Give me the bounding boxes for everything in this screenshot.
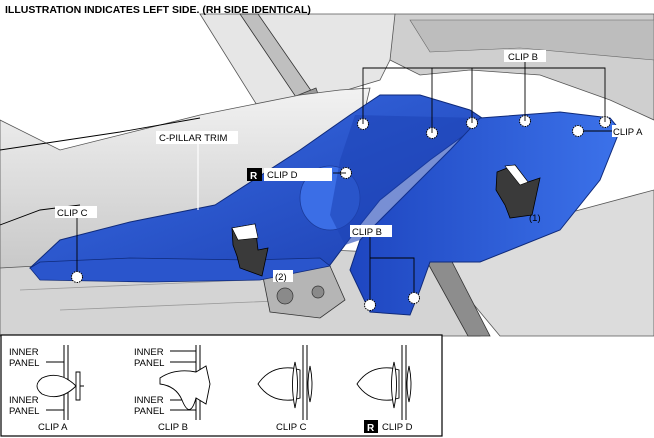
clip-b-marker — [408, 292, 420, 304]
clip-b-top-label-bg — [504, 50, 546, 62]
clip-b-mid-label-bg — [350, 225, 392, 237]
removal-arrow-2 — [231, 223, 269, 277]
c-pillar-trim-label: C-PILLAR TRIM — [159, 133, 228, 144]
reuse-marker-d — [247, 168, 262, 181]
reuse-marker-detail-text: R — [367, 423, 375, 434]
clip-detail-panel: INNER PANEL INNER PANEL CLIP A INNER PAN… — [0, 334, 443, 437]
clip-c-label: CLIP C — [57, 208, 88, 219]
clip-a-upper-label-1: INNER — [9, 347, 39, 358]
reuse-marker-d-text: R — [250, 171, 258, 182]
clip-c-marker — [71, 271, 83, 283]
leader-lines — [76, 59, 612, 300]
clip-b-lower-label-1: INNER — [134, 395, 164, 406]
clip-b-marker — [364, 299, 376, 311]
clip-a-label: CLIP A — [613, 127, 643, 138]
step-2-label-bg — [273, 270, 293, 282]
clip-c-detail: CLIP C — [257, 345, 313, 433]
clip-c-caption: CLIP C — [276, 422, 307, 433]
clip-d-label: CLIP D — [267, 170, 298, 181]
clip-b-caption: CLIP B — [158, 422, 188, 433]
clip-a-detail: INNER PANEL INNER PANEL CLIP A — [9, 345, 84, 433]
clip-c-label-bg — [55, 206, 97, 218]
clip-b-upper-label-1: INNER — [134, 347, 164, 358]
clip-b-mid-label: CLIP B — [352, 227, 382, 238]
clip-b-detail: INNER PANEL INNER PANEL CLIP B — [134, 345, 211, 433]
clip-b-top-label: CLIP B — [508, 52, 538, 63]
step-2-label: (2) — [275, 272, 287, 283]
clip-a-caption: CLIP A — [38, 422, 68, 433]
clip-a-upper-label-2: PANEL — [9, 358, 39, 369]
clip-a-marker — [572, 125, 584, 137]
clip-a-label-bg — [612, 125, 652, 137]
removal-arrow-1 — [495, 164, 541, 219]
step-1-label: (1) — [529, 213, 541, 224]
clip-a-lower-label-1: INNER — [9, 395, 39, 406]
clip-b-lower-label-2: PANEL — [134, 406, 164, 417]
clip-a-lower-label-2: PANEL — [9, 406, 39, 417]
c-pillar-trim-label-bg — [156, 131, 238, 144]
header-note: ILLUSTRATION INDICATES LEFT SIDE. (RH SI… — [5, 4, 311, 16]
c-pillar-trim-part — [28, 94, 621, 316]
clip-b-upper-label-2: PANEL — [134, 358, 164, 369]
clip-d-label-bg — [264, 168, 332, 181]
reuse-marker-detail — [364, 420, 378, 433]
clip-d-detail: R CLIP D — [356, 345, 413, 434]
clip-d-caption: CLIP D — [382, 422, 413, 433]
